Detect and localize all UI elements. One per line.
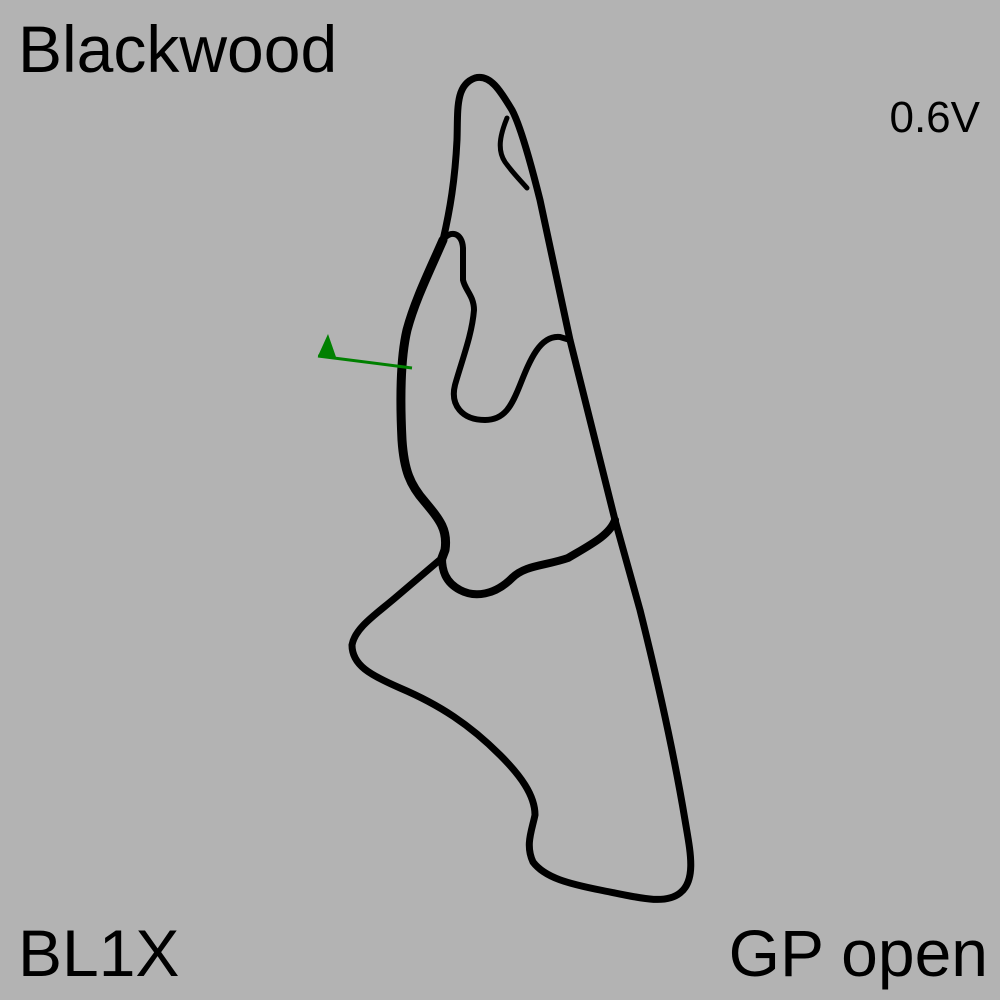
track-left-straight [396,235,451,563]
track-inner-link [438,516,619,599]
start-line [317,354,413,370]
layout-name: GP open [728,916,988,990]
version-label: 0.6V [889,93,980,142]
track-name: Blackwood [18,12,338,86]
track-outer-loop [348,73,695,903]
track-top-chicane [497,115,530,191]
start-direction-arrow-icon [318,334,336,357]
start-marker [317,334,413,370]
track-infield-section [440,230,573,423]
layout-code: BL1X [18,916,180,990]
